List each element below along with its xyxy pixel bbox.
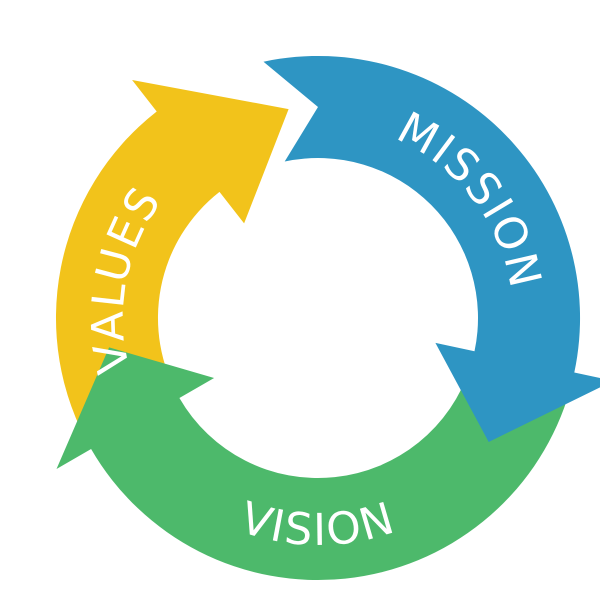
vision-arrow [56,347,568,581]
mission-arrow [263,55,600,442]
